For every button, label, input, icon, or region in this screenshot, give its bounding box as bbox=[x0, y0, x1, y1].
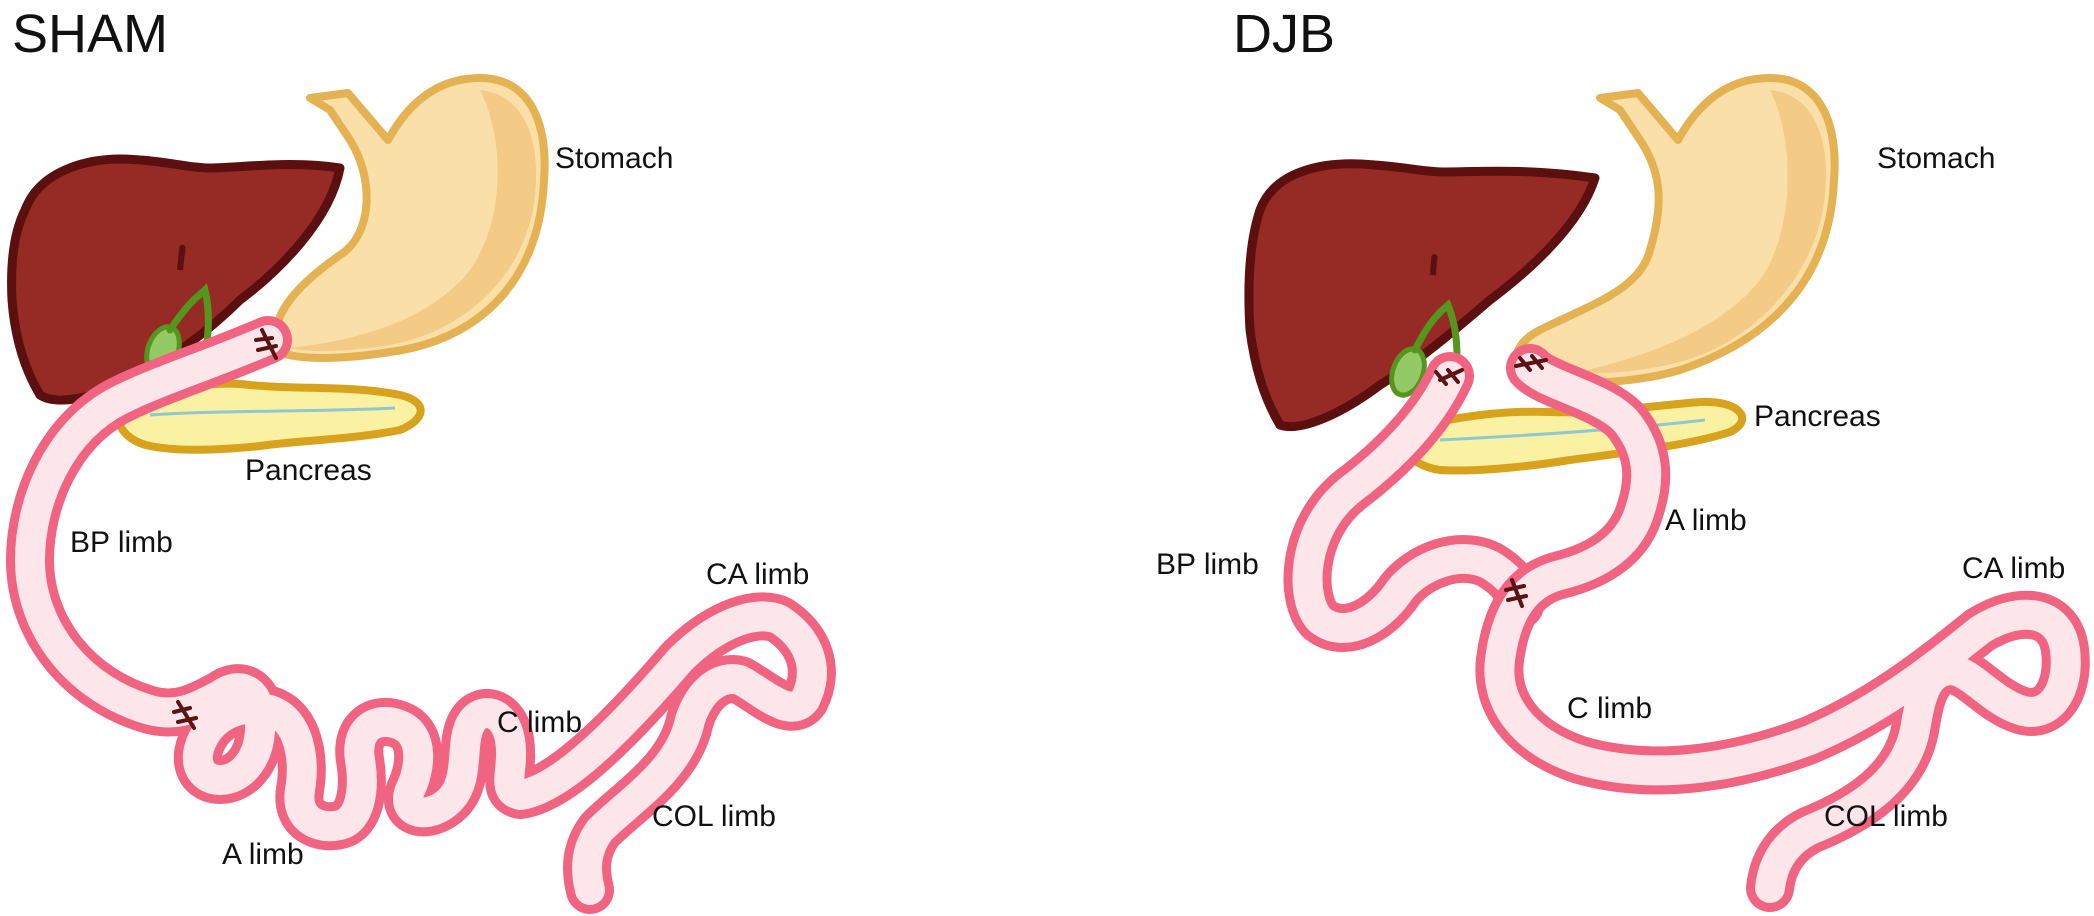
djb-label-stomach: Stomach bbox=[1877, 142, 1995, 175]
sham-suture-jejunum bbox=[172, 700, 198, 730]
djb-label-pancreas: Pancreas bbox=[1754, 400, 1881, 433]
sham-pancreas bbox=[114, 379, 425, 454]
sham-panel: SHAM bbox=[6, 4, 836, 914]
sham-liver bbox=[7, 154, 345, 405]
sham-suture-pylorus bbox=[254, 328, 278, 360]
sham-label-c-limb: C limb bbox=[497, 706, 582, 739]
djb-suture-duodenojejunal bbox=[1514, 354, 1548, 372]
djb-title: DJB bbox=[1233, 4, 1335, 64]
sham-stomach bbox=[271, 74, 549, 362]
sham-label-ca-limb: CA limb bbox=[706, 558, 809, 591]
sham-label-stomach: Stomach bbox=[555, 142, 673, 175]
djb-liver bbox=[1244, 159, 1600, 432]
sham-label-bp-limb: BP limb bbox=[70, 526, 173, 559]
djb-bp-limb bbox=[1283, 352, 1544, 652]
sham-label-pancreas: Pancreas bbox=[245, 454, 372, 487]
djb-label-a-limb: A limb bbox=[1665, 504, 1747, 537]
sham-intestine bbox=[6, 316, 836, 914]
djb-label-ca-limb: CA limb bbox=[1962, 552, 2065, 585]
sham-label-a-limb: A limb bbox=[222, 838, 304, 871]
djb-intestine bbox=[1475, 344, 2090, 912]
djb-label-c-limb: C limb bbox=[1567, 692, 1652, 725]
djb-label-bp-limb: BP limb bbox=[1156, 548, 1259, 581]
sham-label-col-limb: COL limb bbox=[652, 800, 776, 833]
djb-suture-duodenum bbox=[1434, 368, 1464, 386]
djb-suture-jejunojejunal bbox=[1504, 578, 1528, 608]
djb-label-col-limb: COL limb bbox=[1824, 800, 1948, 833]
djb-stomach bbox=[1512, 74, 1839, 387]
djb-pancreas bbox=[1399, 397, 1747, 475]
djb-panel: DJB bbox=[1156, 4, 2090, 912]
sham-title: SHAM bbox=[12, 4, 168, 64]
